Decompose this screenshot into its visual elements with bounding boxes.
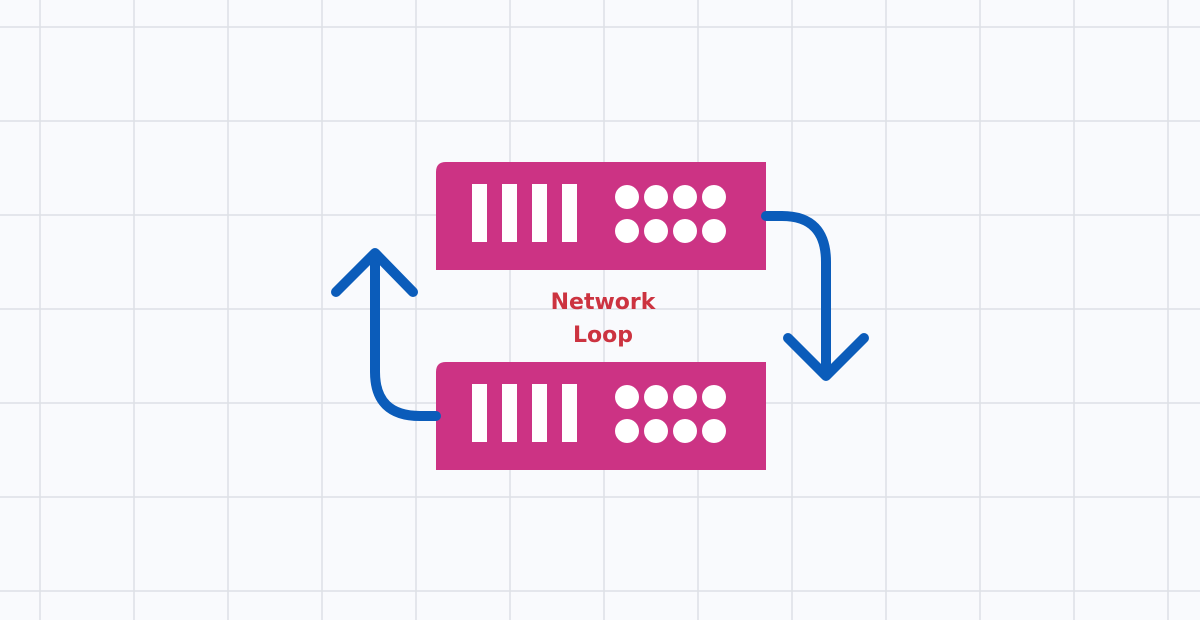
arrow-down-shaft (761, 211, 831, 379)
server-led (644, 185, 668, 209)
server-led (673, 385, 697, 409)
server-led (673, 219, 697, 243)
arrow-down-head (783, 333, 869, 381)
server-slot (502, 384, 517, 442)
top-server-icon (436, 162, 766, 270)
arrow-down-curved-icon (761, 211, 869, 381)
diagram-label-line2: Loop (573, 323, 633, 348)
server-slot (472, 184, 487, 242)
server-slot (532, 384, 547, 442)
bottom-server-slots (472, 384, 577, 442)
server-led (615, 219, 639, 243)
server-led (644, 419, 668, 443)
server-slot (502, 184, 517, 242)
server-led (702, 419, 726, 443)
bottom-server-icon (436, 362, 766, 470)
server-slot (472, 384, 487, 442)
server-led (702, 385, 726, 409)
server-led (673, 419, 697, 443)
arrow-up-curved-icon (331, 248, 441, 421)
arrow-up-shaft (370, 251, 441, 421)
server-led (644, 385, 668, 409)
arrow-up-head (331, 248, 418, 297)
server-slot (562, 184, 577, 242)
server-led (615, 419, 639, 443)
server-led (702, 219, 726, 243)
server-slot (532, 184, 547, 242)
diagram-label-line1: Network (551, 290, 657, 315)
top-server-leds (615, 185, 726, 243)
server-led (615, 185, 639, 209)
server-led (702, 185, 726, 209)
server-led (673, 185, 697, 209)
server-led (615, 385, 639, 409)
bottom-server-leds (615, 385, 726, 443)
top-server-slots (472, 184, 577, 242)
server-slot (562, 384, 577, 442)
server-led (644, 219, 668, 243)
